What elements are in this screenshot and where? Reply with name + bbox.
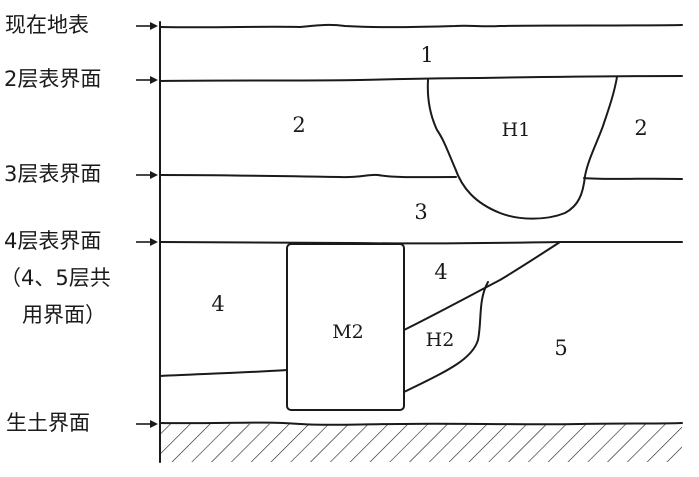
layer4-interface-label: 4层表界面 xyxy=(4,229,102,253)
layer5-label: 5 xyxy=(554,336,567,360)
arrow-layer3 xyxy=(136,171,158,179)
subsoil-line xyxy=(159,421,683,426)
arrow-subsoil xyxy=(136,420,158,428)
m2-tomb-outline xyxy=(286,243,405,411)
layer3-label: 3 xyxy=(414,200,427,224)
layer3-top-line xyxy=(159,173,457,179)
layer2-top-line xyxy=(159,75,683,82)
subsoil-interface-label: 生土界面 xyxy=(6,411,90,435)
layer2-right-label: 2 xyxy=(634,116,647,140)
layer2-interface-label: 2层表界面 xyxy=(4,67,102,91)
shared-interface-note-line2: 用界面） xyxy=(22,303,106,327)
layer4-right-label: 4 xyxy=(434,260,447,284)
layer4-top-line xyxy=(159,240,683,245)
shared-interface-note-line1: （4、5层共 xyxy=(0,266,111,290)
layer1-label: 1 xyxy=(420,43,433,67)
layer2-left-label: 2 xyxy=(292,113,305,137)
arrow-modern-surface xyxy=(136,22,158,30)
h1-label: H1 xyxy=(502,119,531,141)
layer3-interface-label: 3层表界面 xyxy=(4,162,102,186)
modern-surface-label: 现在地表 xyxy=(5,13,89,37)
layer4-left-label: 4 xyxy=(211,292,224,316)
subsoil-hatching xyxy=(160,424,682,462)
layer4-left-bottom-line xyxy=(159,369,288,377)
modern-surface-line xyxy=(159,23,683,29)
h2-label: H2 xyxy=(426,329,455,351)
layer3-top-line-right xyxy=(583,177,683,180)
arrow-layer2 xyxy=(136,76,158,84)
m2-label: M2 xyxy=(332,321,364,343)
h1-pit-outline xyxy=(426,76,618,220)
h2-pit-outline xyxy=(403,281,489,393)
layer4-wedge-line xyxy=(403,241,561,331)
arrow-layer4 xyxy=(136,238,158,246)
